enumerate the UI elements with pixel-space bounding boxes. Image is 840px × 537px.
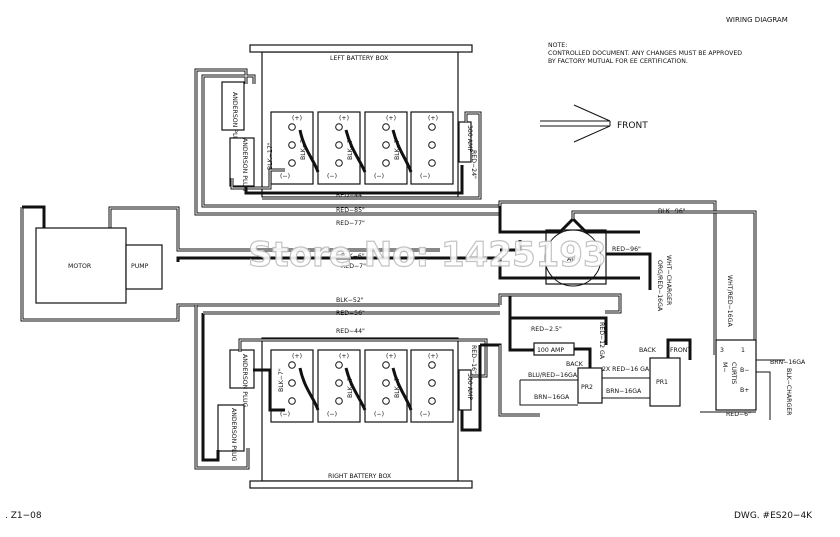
blu-red-label: BLU/RED−16GA [528,372,578,379]
pr1-relay [649,338,692,407]
right-battery-terminals [288,361,436,405]
pr1-back: BACK [639,347,657,354]
right-box-wiring [194,305,540,470]
brn16-mid-label: BRN−16GA [606,388,642,395]
lb4-neg: (−) [420,173,430,180]
watermark: Store No: 1425193 [248,235,607,275]
red12-label: RED−12 GA [598,322,605,360]
left-jumpers [298,129,413,173]
red6-label: RED−6" [726,411,751,418]
rb4-neg: (−) [420,411,430,418]
right-jumpers [298,367,413,411]
rb3-pos: (+) [386,353,396,360]
right-blk7-b: BLK−7" [347,374,354,398]
pr2-back: BACK [566,361,584,368]
left-red77: RED−77" [336,220,365,227]
rb2-neg: (−) [327,411,337,418]
red96-label: RED−96" [612,246,641,253]
blk52-label: BLK−52" [336,297,364,304]
red25-label: RED−2.5" [531,326,562,333]
lb2-pos: (+) [339,115,349,122]
right-blk7-a: BLK−7" [278,368,285,392]
lb3-neg: (−) [374,173,384,180]
left-blk17: BLK−17" [267,142,274,170]
left-anderson-top-label: ANDERSON PLUG [231,92,238,146]
left-battery-terminals [288,123,436,167]
wht-red-label: WHT/RED−16GA [726,275,733,327]
lb1-pos: (+) [292,115,302,122]
curtis-bminus: B− [740,367,749,374]
aux-unit [544,229,607,287]
pr2-label: PR2 [581,384,593,391]
pump-label: PUMP [131,263,149,270]
red16ga-label: 2X RED−16 GA [602,366,650,373]
left-anderson-plug-top [221,81,245,131]
front-label: FRONT [617,121,648,131]
blk96-label: BLK−96" [658,208,686,215]
wht-charger-label: WHT−CHARGER [665,255,672,306]
lb3-pos: (+) [386,115,396,122]
left-anderson-plug-bottom [229,137,255,187]
pr1-label: PR1 [656,379,668,386]
red7-label: RED−7" [341,263,366,270]
right-anderson-plug-bottom [217,404,245,452]
note-line-1: CONTROLLED DOCUMENT. ANY CHANGES MUST BE… [548,50,742,57]
aux-label: AUX [567,256,581,263]
left-red24: RED−24" [470,150,477,179]
left-anderson-bottom-label: ANDERSON PLUG [241,138,248,192]
brn16-left-label: BRN−16GA [534,394,570,401]
right-red44: RED−44" [336,328,365,335]
pr2-wires [519,377,650,406]
pr1-front: FRONT [670,347,691,354]
footer-left: . Z1−08 [5,511,42,521]
left-blk7-c: BLK−7" [394,136,401,160]
lb1-neg: (−) [280,173,290,180]
blk6-label: BLK−6" [341,253,365,260]
fuse-100amp-label: 100 AMP [537,347,564,354]
lb2-neg: (−) [327,173,337,180]
rb2-pos: (+) [339,353,349,360]
note-line-2: BY FACTORY MUTUAL FOR EE CERTIFICATION. [548,58,688,65]
curtis-bplus: B+ [740,387,749,394]
red56-label: RED−56" [336,310,365,317]
lb4-pos: (+) [428,115,438,122]
left-battery-box-label: LEFT BATTERY BOX [330,55,389,62]
right-fuse-label: 300 AMP [466,373,473,400]
left-blk7-a: BLK−7" [300,136,307,160]
curtis-mminus: M− [721,362,728,373]
right-anderson-bottom-label: ANDERSON PLUG [230,408,237,462]
right-fuse-300amp [458,369,472,411]
left-blk7-b: BLK−7" [347,136,354,160]
brn16-right-label: BRN−16GA [770,359,806,366]
motor-label: MOTOR [68,263,92,270]
curtis-label: CURTIS [730,362,737,384]
left-red85: RED−85" [336,207,365,214]
curtis-t1: 1 [741,347,745,354]
right-anderson-top-label: ANDERSON PLUG [241,354,248,408]
left-box-wiring [194,68,500,216]
right-red16: RED−16" [470,345,477,374]
diagram-title: WIRING DIAGRAM [726,16,788,24]
center-wiring [498,200,757,360]
org-red-label: ORG/RED−16GA [656,260,663,312]
rb3-neg: (−) [374,411,384,418]
rb1-pos: (+) [292,353,302,360]
rb4-pos: (+) [428,353,438,360]
note-heading: NOTE: [548,42,567,49]
right-blk7-c: BLK−7" [394,374,401,398]
pr2-relay [508,318,603,404]
motor-pump-assembly [20,205,500,322]
right-battery-box-label: RIGHT BATTERY BOX [328,473,392,480]
curtis-t3: 3 [720,347,724,354]
blk-charger-label: BLK−CHARGER [785,368,792,416]
rb1-neg: (−) [280,411,290,418]
curtis-controller [700,339,785,420]
footer-right: DWG. #ES20−4K [734,511,813,521]
front-arrow [540,104,611,143]
left-fuse-label: 300 AMP [466,125,473,152]
left-red44: RED−44" [336,192,365,199]
